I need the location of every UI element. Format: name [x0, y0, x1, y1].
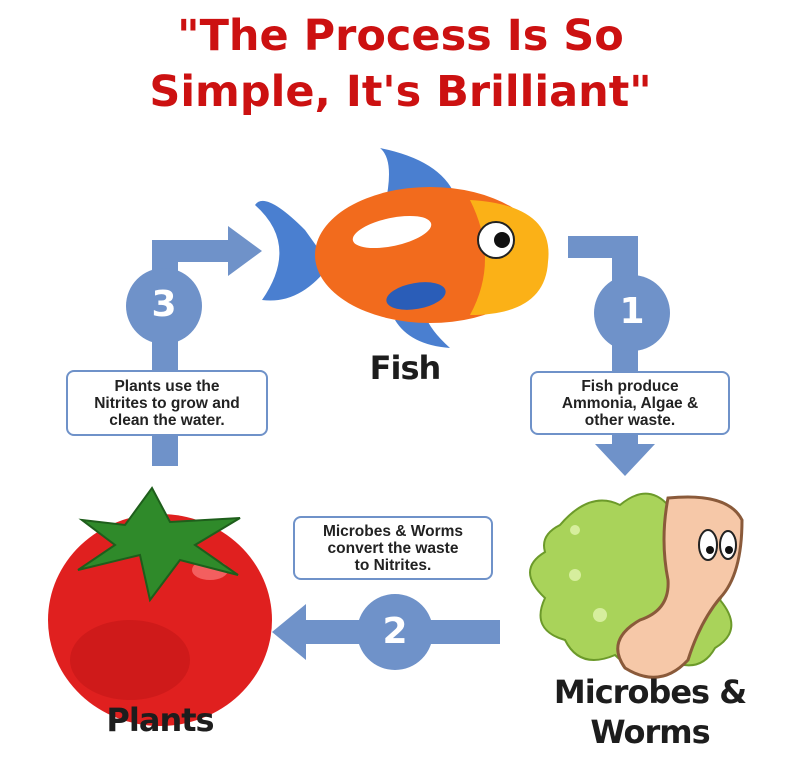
- step-1-description-box: Fish produce Ammonia, Algae & other wast…: [530, 371, 730, 435]
- tomato-icon: [48, 486, 272, 726]
- plants-label: Plants: [106, 701, 214, 739]
- title-line-1: "The Process Is So: [177, 11, 624, 61]
- step-3-description: Plants use the Nitrites to grow and clea…: [94, 377, 240, 429]
- arrow-step-2: [272, 594, 500, 670]
- step-1-description: Fish produce Ammonia, Algae & other wast…: [561, 377, 699, 429]
- step-2-description: Microbes & Worms convert the waste to Ni…: [322, 522, 464, 574]
- arrow-step-1: [568, 236, 670, 476]
- step-3-description-box: Plants use the Nitrites to grow and clea…: [66, 370, 268, 436]
- fish-label: Fish: [369, 349, 442, 387]
- arrow-step-3: [126, 226, 262, 466]
- step-2-number: 2: [382, 611, 408, 652]
- step-3-number: 3: [151, 284, 177, 325]
- microbes-worms-label: Microbes & Worms: [553, 673, 747, 751]
- step-2-description-box: Microbes & Worms convert the waste to Ni…: [293, 516, 493, 580]
- title-line-2: Simple, It's Brilliant": [149, 67, 652, 117]
- page-title: "The Process Is So Simple, It's Brillian…: [0, 8, 801, 120]
- step-1-number: 1: [619, 291, 645, 332]
- microbe-worm-icon: [529, 492, 744, 679]
- fish-icon: [255, 148, 549, 348]
